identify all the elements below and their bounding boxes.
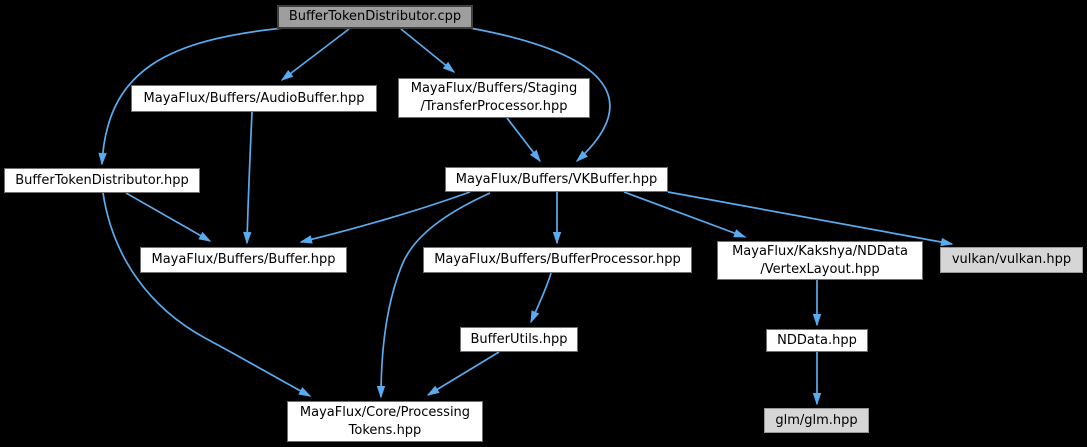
edge-cpp-to-transfer-processor bbox=[400, 28, 456, 73]
node-label: MayaFlux/Buffers/AudioBuffer.hpp bbox=[143, 90, 365, 106]
edge-btd-hpp-to-buffer bbox=[125, 192, 212, 242]
edge-vk-buffer-to-vertex-layout bbox=[623, 191, 747, 238]
edge-vk-buffer-to-vulkan bbox=[667, 191, 954, 247]
node-label: MayaFlux/Buffers/Staging /TransferProces… bbox=[410, 81, 578, 114]
node-nddata-hpp[interactable]: NDData.hpp bbox=[766, 329, 868, 352]
node-label: BufferTokenDistributor.cpp bbox=[288, 9, 462, 25]
node-label: BufferUtils.hpp bbox=[470, 331, 568, 347]
node-vulkan-hpp[interactable]: vulkan/vulkan.hpp bbox=[940, 247, 1083, 273]
edge-vk-buffer-to-processing-tokens bbox=[376, 192, 491, 399]
node-label: MayaFlux/Buffers/BufferProcessor.hpp bbox=[434, 252, 681, 268]
edge-btd-hpp-to-processing-tokens bbox=[102, 192, 312, 397]
edge-buffer-processor-to-buffer-utils bbox=[530, 272, 552, 324]
node-label: MayaFlux/Kakshya/NDData /VertexLayout.hp… bbox=[732, 243, 908, 277]
node-transfer-processor-hpp[interactable]: MayaFlux/Buffers/Staging /TransferProces… bbox=[398, 78, 590, 118]
node-audio-buffer-hpp[interactable]: MayaFlux/Buffers/AudioBuffer.hpp bbox=[131, 85, 377, 112]
edge-cpp-to-vk-buffer bbox=[469, 27, 611, 163]
node-label: MayaFlux/Buffers/VKBuffer.hpp bbox=[455, 171, 658, 187]
node-buffer-utils-hpp[interactable]: BufferUtils.hpp bbox=[460, 327, 578, 352]
node-buffer-hpp[interactable]: MayaFlux/Buffers/Buffer.hpp bbox=[140, 247, 347, 273]
node-label: glm/glm.hpp bbox=[775, 412, 858, 428]
edge-cpp-to-audio-buffer bbox=[280, 28, 350, 81]
edge-buffer-utils-to-processing-tokens bbox=[426, 351, 500, 396]
node-label: MayaFlux/Buffers/Buffer.hpp bbox=[151, 252, 336, 268]
node-buffer-processor-hpp[interactable]: MayaFlux/Buffers/BufferProcessor.hpp bbox=[423, 247, 692, 273]
edge-transfer-processor-to-vk-buffer bbox=[506, 117, 541, 163]
node-processing-tokens-hpp[interactable]: MayaFlux/Core/Processing Tokens.hpp bbox=[287, 401, 483, 442]
node-label: NDData.hpp bbox=[777, 332, 857, 348]
node-buffer-token-distributor-hpp[interactable]: BufferTokenDistributor.hpp bbox=[4, 168, 200, 193]
edge-audio-buffer-to-buffer bbox=[243, 111, 253, 245]
edge-cpp-to-btd-hpp bbox=[98, 27, 284, 166]
node-glm-hpp[interactable]: glm/glm.hpp bbox=[764, 408, 869, 433]
node-label: MayaFlux/Core/Processing Tokens.hpp bbox=[299, 404, 471, 438]
edge-vk-buffer-to-buffer bbox=[299, 191, 471, 244]
node-label: vulkan/vulkan.hpp bbox=[951, 252, 1072, 268]
node-vertex-layout-hpp[interactable]: MayaFlux/Kakshya/NDData /VertexLayout.hp… bbox=[717, 241, 923, 280]
node-vk-buffer-hpp[interactable]: MayaFlux/Buffers/VKBuffer.hpp bbox=[445, 167, 668, 192]
node-buffer-token-distributor-cpp[interactable]: BufferTokenDistributor.cpp bbox=[277, 5, 473, 29]
node-label: BufferTokenDistributor.hpp bbox=[15, 172, 189, 188]
